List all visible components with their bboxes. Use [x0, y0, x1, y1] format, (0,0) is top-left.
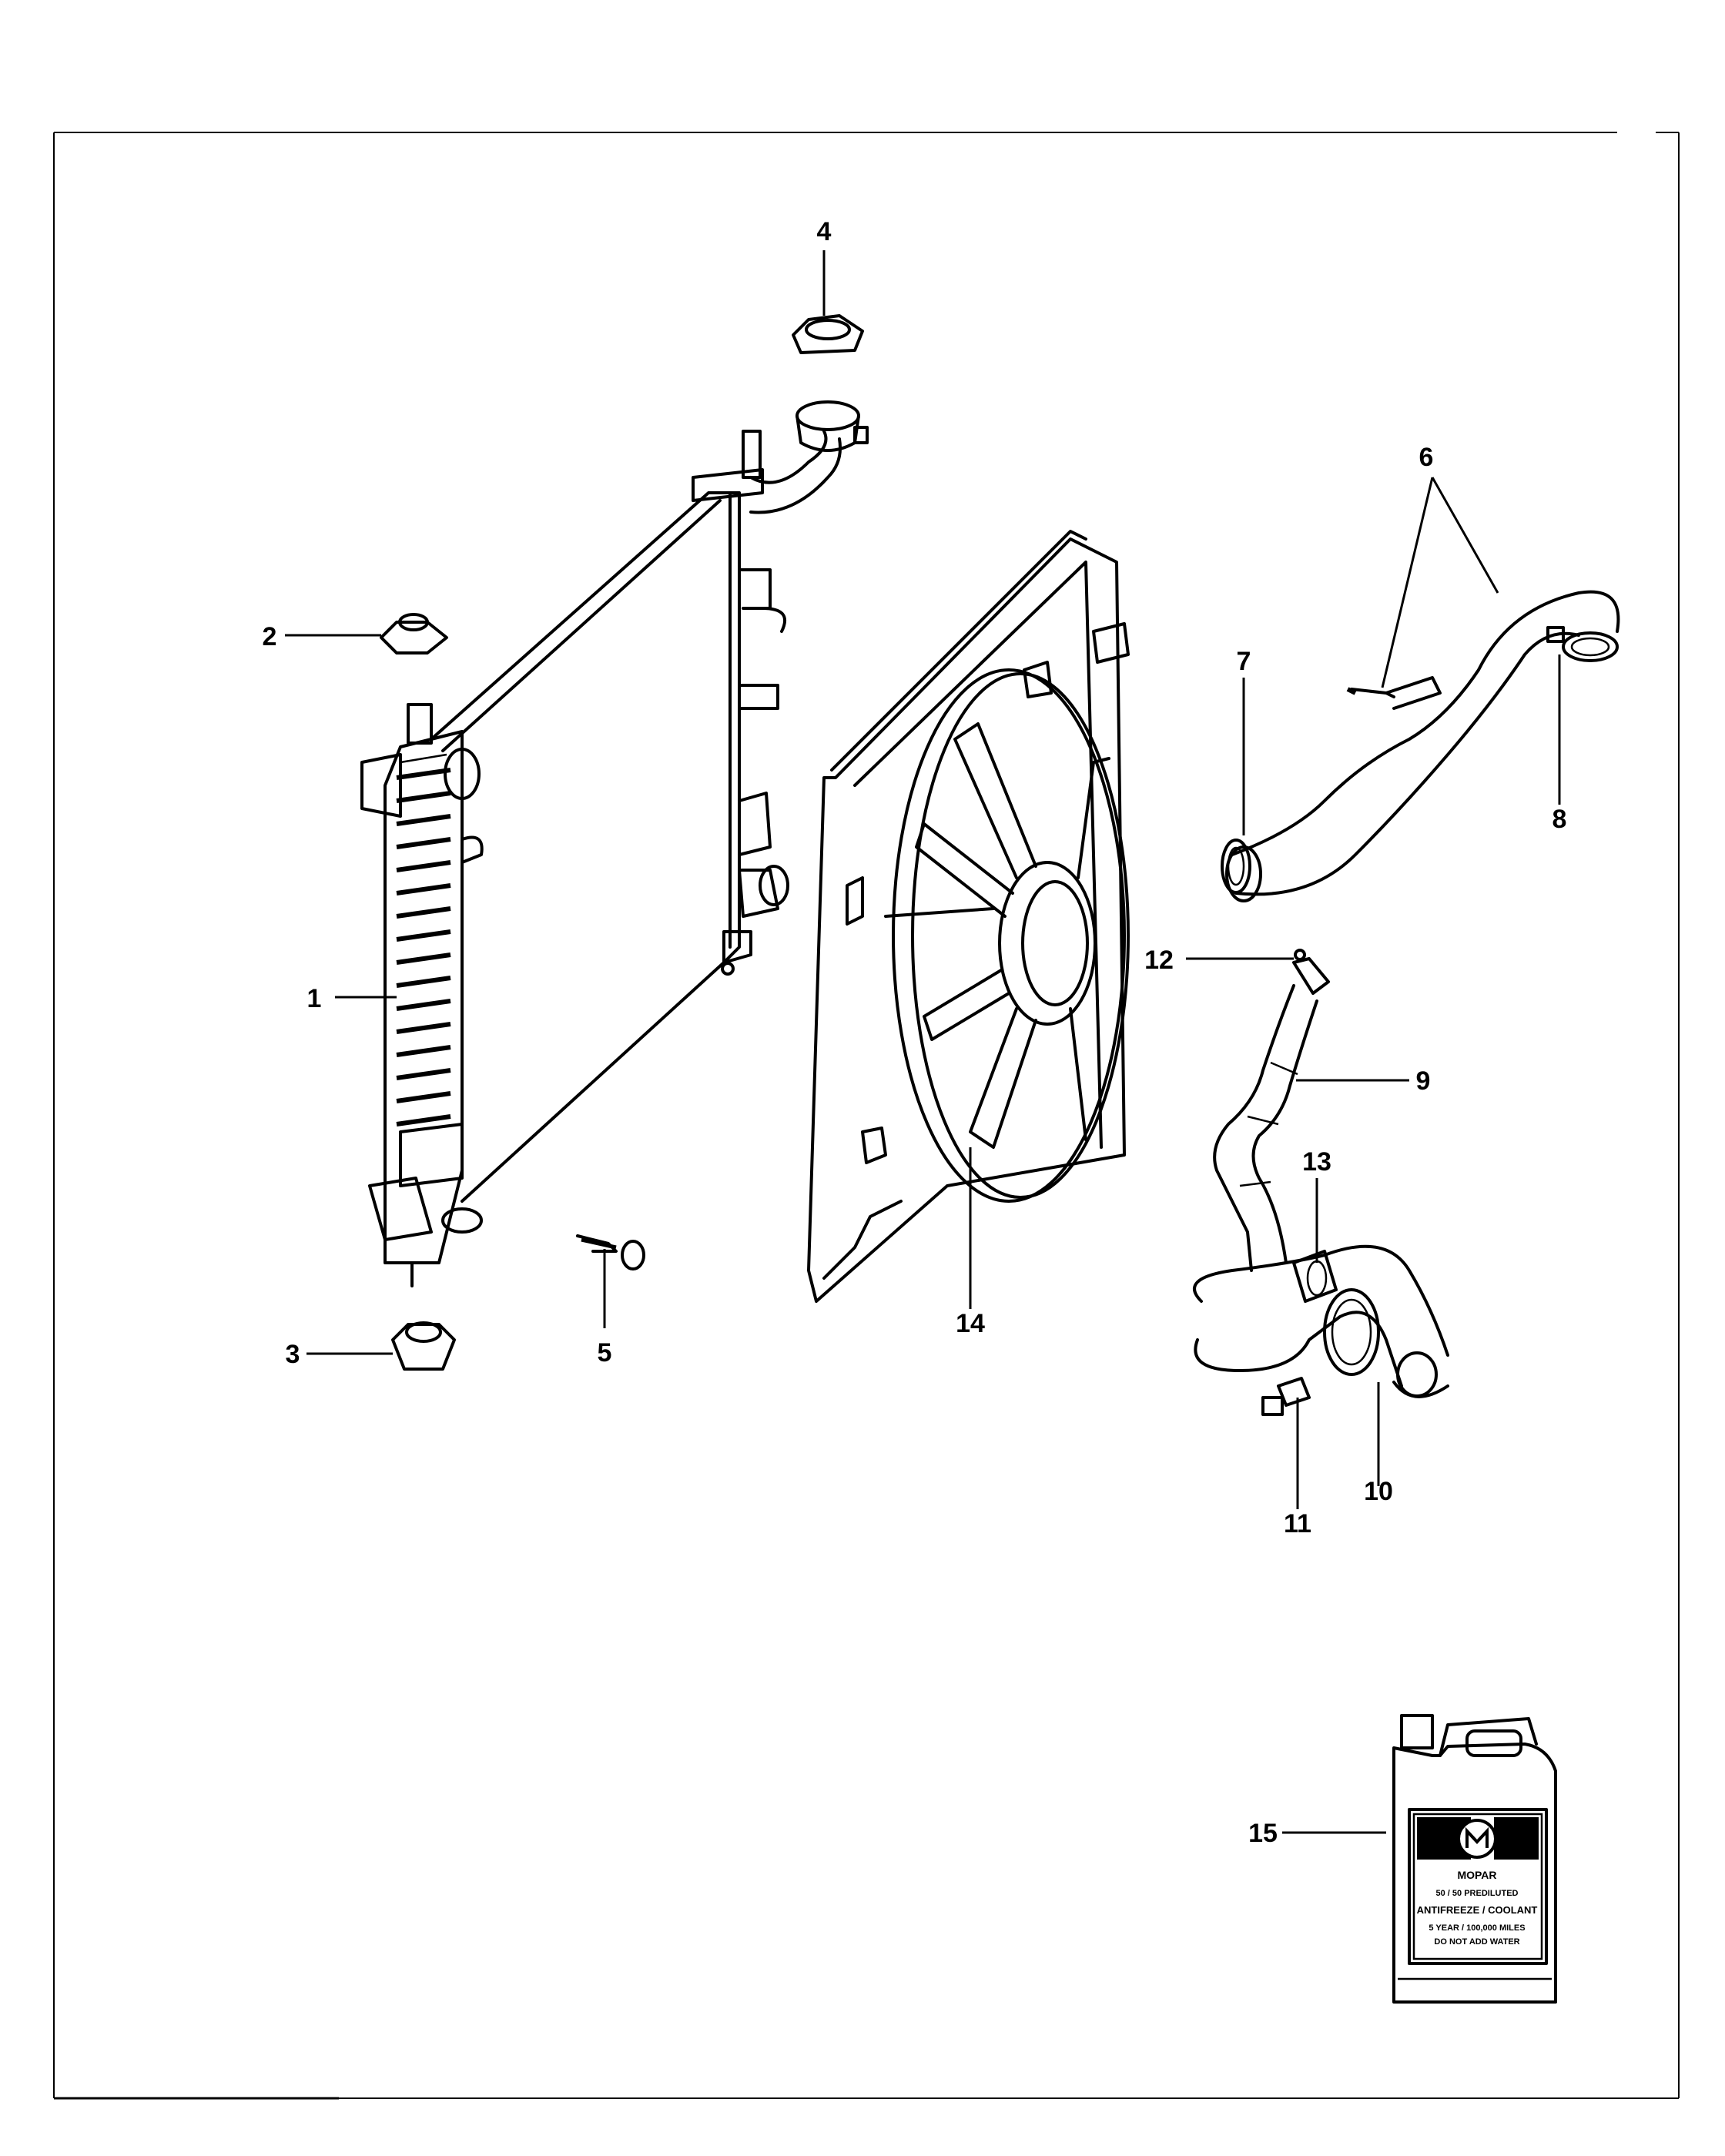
upper-hose-drawing — [1225, 590, 1620, 902]
lower-insulator-drawing — [391, 1321, 456, 1371]
callout-4: 4 — [817, 217, 832, 246]
callout-1: 1 — [307, 984, 322, 1013]
upper-insulator-drawing — [380, 613, 448, 654]
callout-14: 14 — [956, 1309, 985, 1338]
drain-plug-drawing — [576, 1234, 645, 1270]
lower-hose-drawing — [1193, 1244, 1449, 1398]
diagram-frame — [53, 132, 1680, 2100]
fan-shroud-drawing — [807, 530, 1130, 1303]
radiator-drawing — [360, 400, 869, 1287]
callout-5: 5 — [598, 1338, 612, 1368]
callout-7: 7 — [1237, 647, 1251, 676]
callout-10: 10 — [1364, 1477, 1393, 1506]
jug-text-1: 50 / 50 PREDILUTED — [1436, 1889, 1519, 1898]
leader-lines — [285, 250, 1561, 1834]
radiator-cap-drawing — [792, 314, 864, 354]
callout-15: 15 — [1248, 1819, 1278, 1848]
callout-13: 13 — [1302, 1147, 1331, 1177]
jug-brand: MOPAR — [1457, 1869, 1496, 1881]
clamp-7-drawing — [1221, 839, 1251, 894]
callout-6: 6 — [1419, 443, 1434, 472]
hose-9-drawing — [1213, 984, 1318, 1272]
callout-11: 11 — [1284, 1509, 1311, 1538]
callout-2: 2 — [263, 622, 277, 651]
callout-12: 12 — [1144, 946, 1174, 975]
jug-text-3: 5 YEAR / 100,000 MILES — [1429, 1923, 1525, 1933]
callout-8: 8 — [1552, 805, 1567, 834]
callout-labels: 1 2 3 4 5 6 7 8 9 10 11 12 13 14 15 — [263, 217, 1567, 1848]
clamp-11-drawing — [1261, 1377, 1311, 1416]
clamp-12-drawing — [1292, 949, 1330, 995]
callout-3: 3 — [286, 1340, 300, 1369]
jug-text-4: DO NOT ADD WATER — [1434, 1937, 1519, 1947]
clamp-8-drawing — [1546, 626, 1619, 662]
jug-text-2: ANTIFREEZE / COOLANT — [1417, 1904, 1538, 1916]
callout-9: 9 — [1416, 1066, 1431, 1096]
coolant-jug-drawing: MOPAR 50 / 50 PREDILUTED ANTIFREEZE / CO… — [1392, 1714, 1557, 2004]
